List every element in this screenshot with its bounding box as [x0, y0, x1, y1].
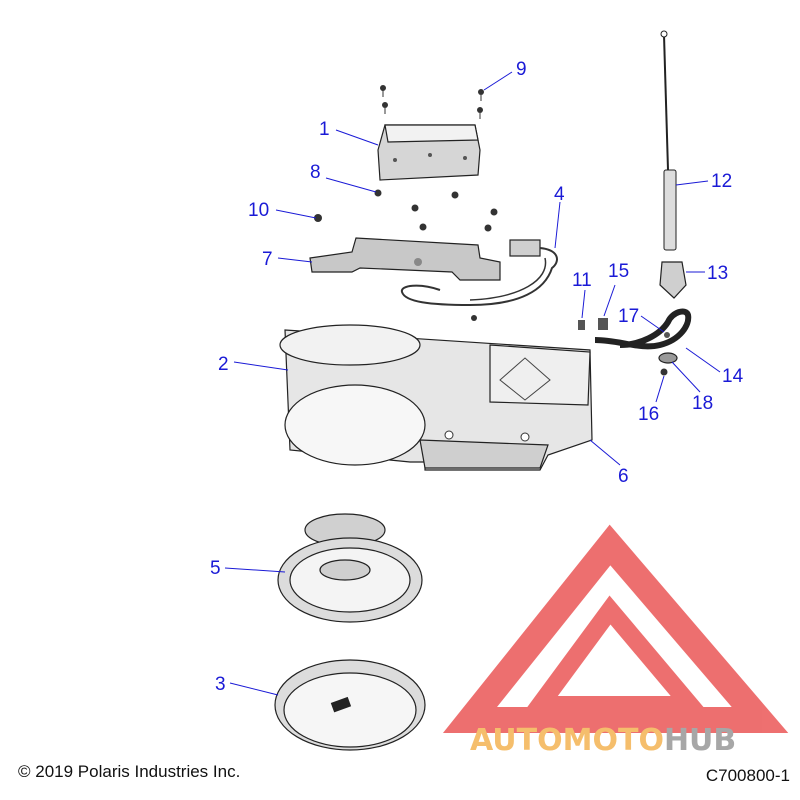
callout-15: 15 [608, 261, 629, 282]
bracket-plate-part [309, 237, 501, 281]
antenna-mast-part [660, 30, 677, 251]
leader-lines [224, 71, 721, 696]
callout-12: 12 [711, 171, 732, 192]
callout-16: 16 [638, 404, 659, 425]
callout-2: 2 [218, 354, 229, 375]
wire-harness-part [400, 239, 558, 321]
nut-16-part [660, 368, 668, 376]
speaker-enclosure-part [279, 324, 593, 471]
callout-9: 9 [516, 59, 527, 80]
automotohub-logo: AUTOMOTOHUB [442, 524, 789, 758]
callout-4: 4 [554, 184, 565, 205]
speaker-part [277, 513, 423, 623]
callout-13: 13 [707, 263, 728, 284]
callout-11: 11 [572, 270, 592, 291]
callout-1: 1 [319, 119, 330, 140]
callout-labels: 1 2 3 4 5 6 7 8 9 10 11 12 13 14 15 16 1… [210, 59, 744, 695]
bolts-11-15-part [578, 318, 608, 330]
callout-7: 7 [262, 249, 273, 270]
watermark-brand-part2: HUB [664, 723, 736, 758]
antenna-base-part [659, 261, 687, 299]
speaker-grille-part [274, 659, 426, 751]
callout-10: 10 [248, 200, 269, 221]
callout-5: 5 [210, 558, 221, 579]
callout-3: 3 [215, 674, 226, 695]
screws-9-part [380, 85, 484, 119]
svg-text:AUTOMOTOHUB: AUTOMOTOHUB [470, 723, 736, 758]
callout-18: 18 [692, 393, 713, 414]
watermark-brand-part1: AUTOMOTO [470, 723, 664, 758]
drawing-id-text: C700800-1 [705, 766, 790, 785]
screws-8-10-part [314, 189, 498, 232]
callout-6: 6 [618, 466, 629, 487]
washer-18-part [658, 352, 678, 364]
strap-part [594, 308, 692, 350]
callout-17: 17 [618, 306, 639, 327]
callout-14: 14 [722, 366, 744, 387]
radio-module-part [377, 124, 481, 181]
callout-8: 8 [310, 162, 321, 183]
copyright-text: © 2019 Polaris Industries Inc. [18, 762, 241, 781]
